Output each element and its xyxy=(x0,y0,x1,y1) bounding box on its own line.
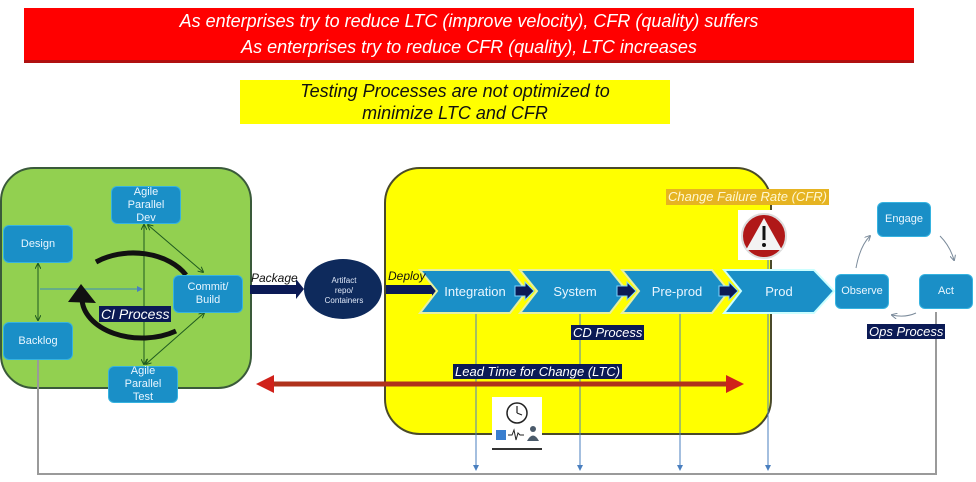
yellow-banner: Testing Processes are not optimized to m… xyxy=(240,80,670,124)
dev-label-line-2: Parallel xyxy=(127,198,165,211)
cd-process-label: CD Process xyxy=(571,325,645,340)
ci-box-design[interactable]: Design xyxy=(4,226,72,262)
stage-chevron-prod xyxy=(721,269,836,314)
commit-label-line-1: Commit/ xyxy=(187,281,229,293)
ci-process-label: CI Process xyxy=(99,306,172,322)
yellow-banner-line-1: Testing Processes are not optimized to xyxy=(300,81,610,101)
ops-arrow-engage-act xyxy=(939,235,954,260)
ci-cycle-arrow-bottom xyxy=(79,297,178,341)
yellow-banner-line-2: minimize LTC and CFR xyxy=(362,103,548,123)
stage-arrow-2 xyxy=(616,280,637,302)
stage-label-integration[interactable]: Integration xyxy=(444,284,506,299)
ops-box-act[interactable]: Act xyxy=(920,275,972,308)
design-label: Design xyxy=(20,237,56,250)
ci-box-commit-build[interactable]: Commit/ Build xyxy=(174,276,242,312)
package-label: Package xyxy=(251,271,298,285)
artifact-label-line-3: Containers xyxy=(324,296,364,305)
ops-process-label: Ops Process xyxy=(867,324,946,339)
artifact-repo-label: Artifact repo/ Containers xyxy=(306,276,382,306)
stage-label-system[interactable]: System xyxy=(553,284,597,299)
ltc-label: Lead Time for Change (LTC) xyxy=(453,364,623,379)
test-label-line-3: Test xyxy=(132,391,154,403)
stage-label-prod[interactable]: Prod xyxy=(765,284,793,299)
ci-cycle-arrow-top xyxy=(94,250,188,277)
red-banner-line-2: As enterprises try to reduce CFR (qualit… xyxy=(241,37,697,57)
ci-box-agile-parallel-dev[interactable]: Agile Parallel Dev xyxy=(112,185,180,224)
ci-box-backlog[interactable]: Backlog xyxy=(4,323,72,359)
stage-chevron-system xyxy=(517,269,629,314)
commit-label-line-2: Build xyxy=(195,294,221,306)
dev-label-line-1: Agile xyxy=(133,185,159,198)
dev-commit-arrow xyxy=(148,225,203,272)
ltc-arrowhead-right xyxy=(726,375,744,393)
observe-label: Observe xyxy=(841,285,883,297)
stage-arrow-3 xyxy=(718,280,739,302)
deploy-label: Deploy xyxy=(388,269,426,283)
engage-label: Engage xyxy=(885,213,923,225)
backlog-label: Backlog xyxy=(18,334,58,347)
package-arrow xyxy=(250,279,304,299)
red-banner-line-1: As enterprises try to reduce LTC (improv… xyxy=(179,11,759,31)
stage-chevron-preprod xyxy=(619,269,731,314)
ops-box-observe[interactable]: Observe xyxy=(836,275,888,308)
stage-label-preprod[interactable]: Pre-prod xyxy=(651,284,703,299)
ci-box-agile-parallel-test[interactable]: Agile Parallel Test xyxy=(109,365,177,403)
artifact-label-line-2: repo/ xyxy=(334,286,354,295)
ops-arrow-observe-engage xyxy=(855,236,870,269)
ops-arrow-act-observe xyxy=(892,312,917,316)
red-banner: As enterprises try to reduce LTC (improv… xyxy=(24,8,914,63)
clock-monitoring-icon xyxy=(492,397,542,450)
ltc-arrowhead-left xyxy=(256,375,274,393)
ops-box-engage[interactable]: Engage xyxy=(878,203,930,236)
test-label-line-1: Agile xyxy=(130,365,156,377)
act-label: Act xyxy=(938,285,954,297)
ci-cycle-arrowhead xyxy=(68,284,96,303)
dev-label-line-3: Dev xyxy=(136,211,156,224)
deploy-arrow xyxy=(386,279,440,299)
test-commit-arrow xyxy=(146,313,204,364)
feedback-loop-line xyxy=(37,312,937,475)
artifact-label-line-1: Artifact xyxy=(331,276,357,285)
warning-icon xyxy=(738,210,790,260)
stage-arrow-1 xyxy=(514,280,535,302)
test-label-line-2: Parallel xyxy=(124,378,162,390)
artifact-repo-ellipse xyxy=(304,259,382,319)
stage-chevron-integration xyxy=(417,269,529,314)
cfr-label: Change Failure Rate (CFR) xyxy=(666,189,829,205)
